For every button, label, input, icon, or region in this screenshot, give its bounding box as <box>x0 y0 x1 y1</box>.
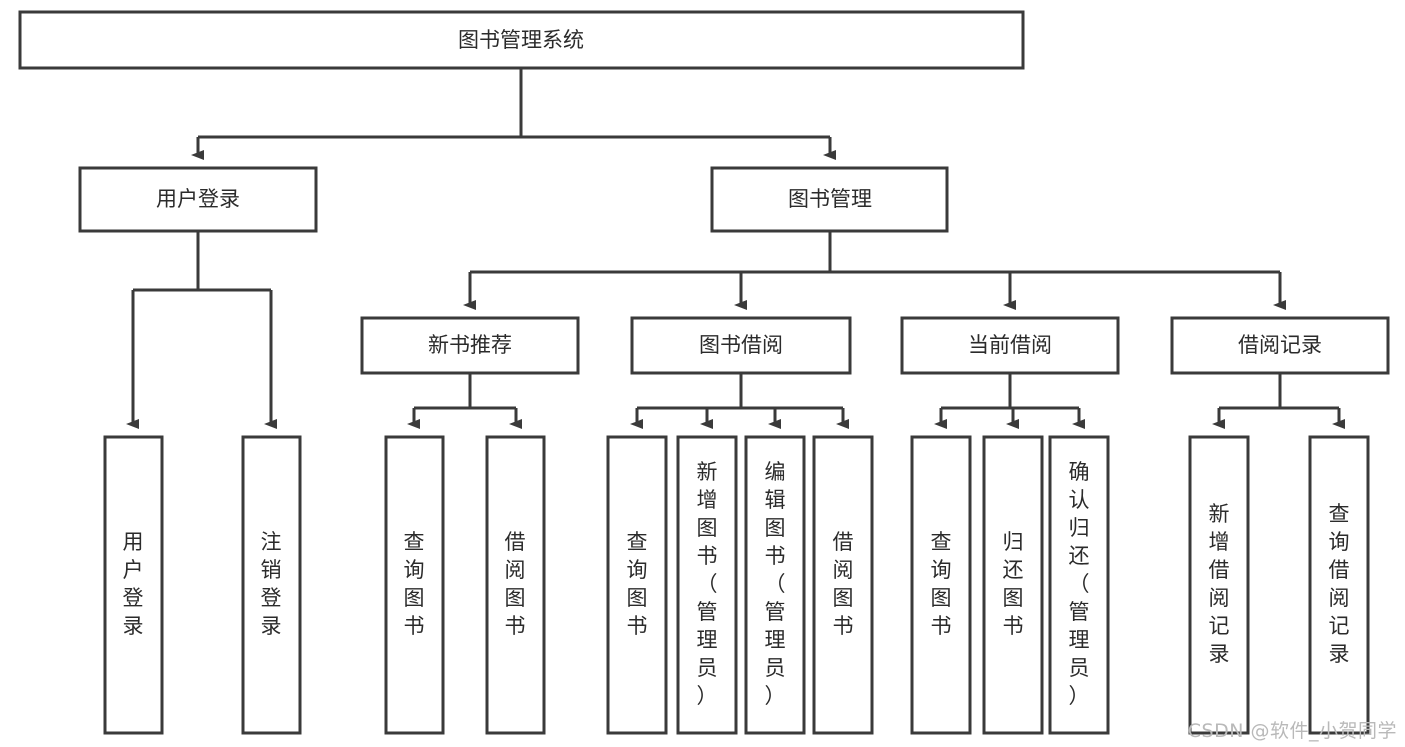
leaf-confirm-return-admin[interactable]: 确认归还（管理员） <box>1048 435 1110 735</box>
node-new-book-recommend-box[interactable] <box>360 316 580 375</box>
node-current-borrow-label: 当前借阅 <box>968 333 1052 357</box>
leaf-borrow-book-newbook-label: 借阅图书 <box>505 530 526 638</box>
leaf-user-login-box[interactable] <box>103 435 164 735</box>
node-borrow-records-box[interactable] <box>1170 316 1390 375</box>
leaf-user-login-label: 用户登录 <box>123 530 144 638</box>
leaf-query-borrow-record-label: 查询借阅记录 <box>1329 502 1350 666</box>
leaf-borrow-book-borrow-label: 借阅图书 <box>833 530 854 638</box>
connectors <box>126 68 1345 429</box>
leaf-user-login[interactable]: 用户登录 <box>103 435 164 735</box>
leaf-query-book-borrow-label: 查询图书 <box>627 530 648 638</box>
leaf-query-book-borrow-box[interactable] <box>606 435 668 735</box>
leaf-return-book-label: 归还图书 <box>1003 530 1024 638</box>
node-current-borrow-box[interactable] <box>900 316 1120 375</box>
node-borrow-records-label: 借阅记录 <box>1238 333 1322 357</box>
node-root-label: 图书管理系统 <box>458 28 584 52</box>
leaf-confirm-return-admin-label: 确认归还（管理员） <box>1069 460 1090 708</box>
node-borrow-records[interactable]: 借阅记录 <box>1170 316 1390 375</box>
leaf-query-book-current[interactable]: 查询图书 <box>910 435 972 735</box>
leaf-edit-book-admin-box[interactable] <box>744 435 806 735</box>
leaf-borrow-book-borrow[interactable]: 借阅图书 <box>812 435 874 735</box>
leaf-add-borrow-record-box[interactable] <box>1188 435 1250 735</box>
leaf-query-book-current-box[interactable] <box>910 435 972 735</box>
node-book-management-label: 图书管理 <box>788 187 872 211</box>
leaf-add-book-admin-box[interactable] <box>676 435 738 735</box>
leaf-edit-book-admin-label: 编辑图书（管理员） <box>765 460 786 708</box>
leaf-query-book-newbook[interactable]: 查询图书 <box>384 435 445 735</box>
leaf-borrow-book-newbook-box[interactable] <box>485 435 546 735</box>
node-user-login-label: 用户登录 <box>156 187 240 211</box>
leaf-add-book-admin-label: 新增图书（管理员） <box>697 460 718 708</box>
leaf-logout-box[interactable] <box>241 435 302 735</box>
leaf-nodes: 用户登录 注销登录 查询图书 借阅图书 查询图书 新增图书（管理员） <box>103 435 1370 735</box>
node-user-login[interactable]: 用户登录 <box>78 166 318 233</box>
leaf-query-book-current-label: 查询图书 <box>931 530 952 638</box>
node-book-borrow-label: 图书借阅 <box>699 333 783 357</box>
leaf-add-borrow-record-label: 新增借阅记录 <box>1209 502 1230 666</box>
leaf-return-book[interactable]: 归还图书 <box>982 435 1044 735</box>
leaf-query-borrow-record[interactable]: 查询借阅记录 <box>1308 435 1370 735</box>
leaf-logout-label: 注销登录 <box>261 530 282 638</box>
leaf-query-book-borrow[interactable]: 查询图书 <box>606 435 668 735</box>
node-book-borrow[interactable]: 图书借阅 <box>630 316 852 375</box>
leaf-return-book-box[interactable] <box>982 435 1044 735</box>
node-new-book-recommend[interactable]: 新书推荐 <box>360 316 580 375</box>
node-new-book-recommend-label: 新书推荐 <box>428 333 512 357</box>
csdn-watermark: CSDN @软件_小贺同学 <box>1187 720 1397 742</box>
leaf-query-book-newbook-label: 查询图书 <box>404 530 425 638</box>
node-root[interactable]: 图书管理系统 <box>18 10 1025 70</box>
leaf-confirm-return-admin-box[interactable] <box>1048 435 1110 735</box>
node-book-management[interactable]: 图书管理 <box>710 166 949 233</box>
node-book-borrow-box[interactable] <box>630 316 852 375</box>
node-current-borrow[interactable]: 当前借阅 <box>900 316 1120 375</box>
node-book-management-box[interactable] <box>710 166 949 233</box>
leaf-query-book-newbook-box[interactable] <box>384 435 445 735</box>
leaf-borrow-book-newbook[interactable]: 借阅图书 <box>485 435 546 735</box>
node-root-box[interactable] <box>18 10 1025 70</box>
leaf-logout[interactable]: 注销登录 <box>241 435 302 735</box>
leaf-edit-book-admin[interactable]: 编辑图书（管理员） <box>744 435 806 735</box>
leaf-add-borrow-record[interactable]: 新增借阅记录 <box>1188 435 1250 735</box>
leaf-add-book-admin[interactable]: 新增图书（管理员） <box>676 435 738 735</box>
leaf-borrow-book-borrow-box[interactable] <box>812 435 874 735</box>
leaf-query-borrow-record-box[interactable] <box>1308 435 1370 735</box>
node-user-login-box[interactable] <box>78 166 318 233</box>
